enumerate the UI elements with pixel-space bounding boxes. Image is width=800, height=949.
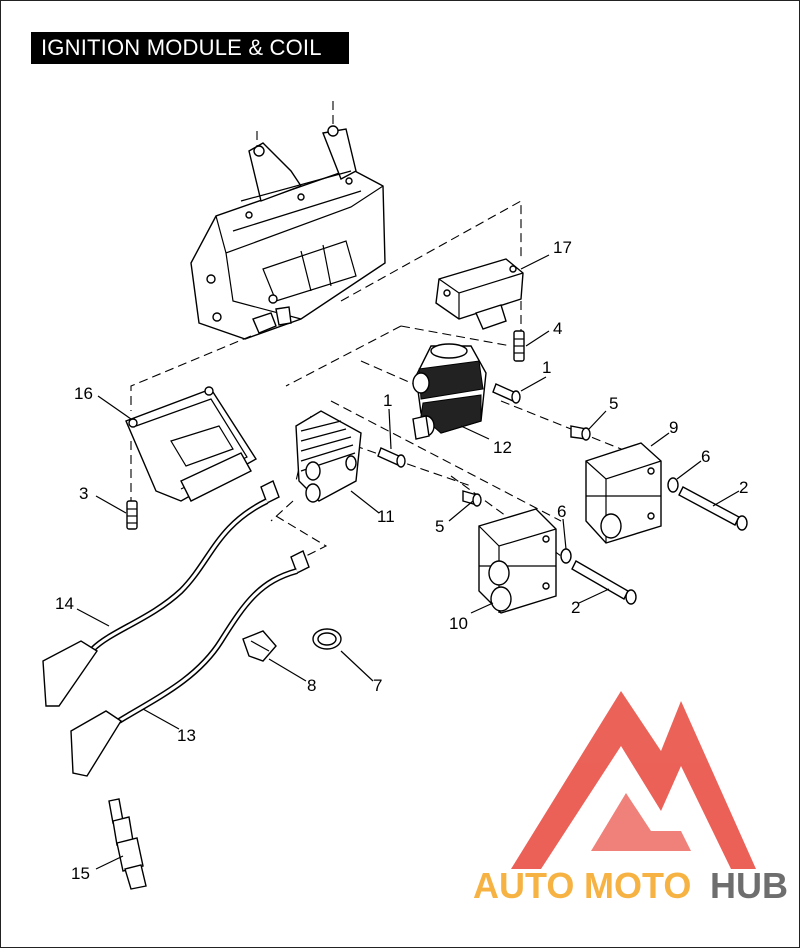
bolt-2-upper (678, 486, 748, 531)
callout-7: 7 (373, 676, 382, 695)
leader-lines (76, 254, 740, 870)
callout-17: 17 (553, 238, 572, 257)
ignition-control-module-16 (125, 386, 257, 502)
diagram-title: IGNITION MODULE & COIL (31, 32, 349, 64)
callout-2: 2 (739, 478, 748, 497)
washer-6-upper (667, 477, 679, 493)
spacer-5-lower (462, 490, 482, 507)
callout-1: 1 (383, 391, 392, 410)
ignition-coil-11 (295, 410, 362, 503)
automotohub-watermark: AUTO MOTO HUB (473, 691, 788, 906)
callout-13: 13 (177, 726, 196, 745)
callout-14: 14 (55, 594, 74, 613)
spark-plug-cable-13 (70, 550, 310, 777)
callout-12: 12 (493, 438, 512, 457)
washer-6-lower (560, 548, 572, 564)
callout-labels: 17 4 1 1 5 12 9 6 2 16 3 11 5 6 2 10 14 … (55, 238, 748, 883)
callout-15: 15 (71, 864, 90, 883)
callout-3: 3 (79, 484, 88, 503)
clamp-7 (312, 628, 342, 650)
callout-5: 5 (609, 394, 618, 413)
screw-3 (126, 500, 138, 530)
watermark-moto: MOTO (584, 865, 691, 906)
clip-8 (242, 630, 277, 662)
mounting-bracket (190, 101, 386, 340)
coil-cover-9 (585, 442, 662, 544)
ignition-coil-12 (412, 343, 487, 440)
callout-4: 4 (553, 319, 562, 338)
callout-1: 1 (542, 358, 551, 377)
callout-9: 9 (669, 418, 678, 437)
watermark-auto: AUTO (473, 865, 574, 906)
screw-1-upper (492, 383, 521, 404)
callout-6: 6 (557, 502, 566, 521)
ignition-module-17 (435, 258, 524, 330)
callout-6: 6 (701, 447, 710, 466)
coil-cover-10 (478, 508, 557, 614)
callout-2: 2 (571, 598, 580, 617)
spark-plug-cable-14 (42, 480, 280, 707)
callout-11: 11 (377, 507, 395, 526)
spacer-5-upper (570, 425, 591, 441)
watermark-logo-icon (511, 691, 756, 869)
bolt-2-lower (571, 560, 637, 605)
watermark-logo-inner-icon (591, 793, 691, 851)
screw-1-lower (377, 447, 406, 468)
screw-4 (513, 330, 525, 362)
spark-plug-15 (108, 798, 147, 890)
callout-5: 5 (435, 517, 444, 536)
callout-16: 16 (74, 384, 93, 403)
callout-10: 10 (449, 614, 468, 633)
watermark-hub: HUB (710, 865, 788, 906)
callout-8: 8 (307, 676, 316, 695)
